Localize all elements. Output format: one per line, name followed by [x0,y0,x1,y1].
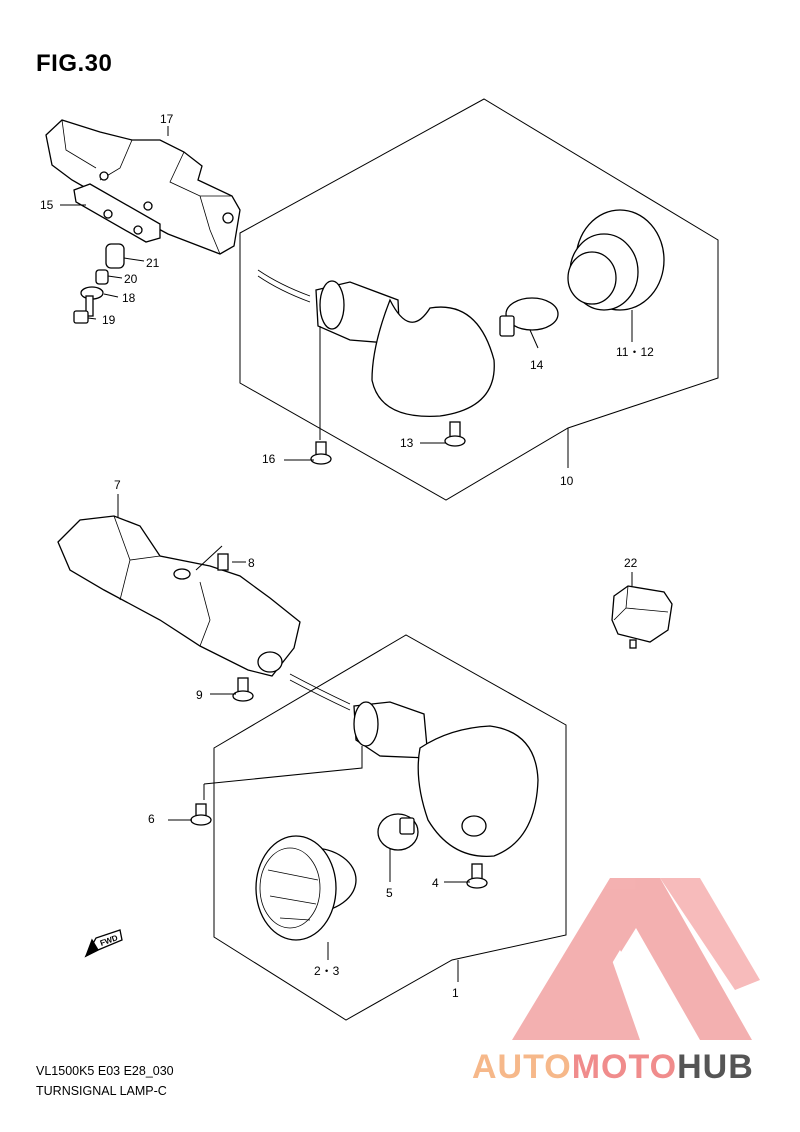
lens-part-upper [567,209,665,311]
screw-8 [217,553,229,571]
watermark-part-hub: HUB [677,1048,754,1086]
callout-13: 13 [400,436,414,450]
callout-6: 6 [148,812,155,826]
figure-title: FIG.30 [36,50,113,77]
watermark-text: AUTOMOTOHUB [472,1048,754,1087]
watermark-part-moto: MOTO [571,1048,678,1086]
fwd-arrow-icon [84,929,123,958]
figure-code: VL1500K5 E03 E28_030 [36,1064,174,1078]
callout-9: 9 [196,688,203,702]
callout-21: 21 [146,256,160,270]
callout-16: 16 [262,452,276,466]
callout-14: 14 [530,358,544,372]
callout-8: 8 [248,556,255,570]
callout-10: 10 [560,474,574,488]
callout-2-3: 2・3 [314,964,340,978]
leader-lines [60,126,633,982]
lens-part-lower [255,835,357,941]
callout-7: 7 [114,478,121,492]
callout-22: 22 [624,556,638,570]
callout-1: 1 [452,986,459,1000]
callout-18: 18 [122,291,136,305]
watermark-part-auto: AUTO [472,1048,572,1086]
relay-part [611,585,673,649]
callout-19: 19 [102,313,116,327]
callout-4: 4 [432,876,439,890]
plate-part [73,183,161,243]
bracket-part [45,119,241,255]
assembly-box-upper [239,98,719,501]
callout-15: 15 [40,198,54,212]
callout-20: 20 [124,272,138,286]
callout-17: 17 [160,112,174,126]
bracket-lower-part [57,515,301,677]
turnsignal-lamp-lower [289,673,539,858]
figure-name: TURNSIGNAL LAMP-C [36,1084,167,1098]
watermark-logo-icon [512,878,760,1040]
callout-5: 5 [386,886,393,900]
hardware-parts [73,243,125,324]
callout-11-12: 11・12 [616,345,654,359]
turnsignal-lamp-upper [257,269,559,418]
assembly-box-lower [213,634,567,1021]
